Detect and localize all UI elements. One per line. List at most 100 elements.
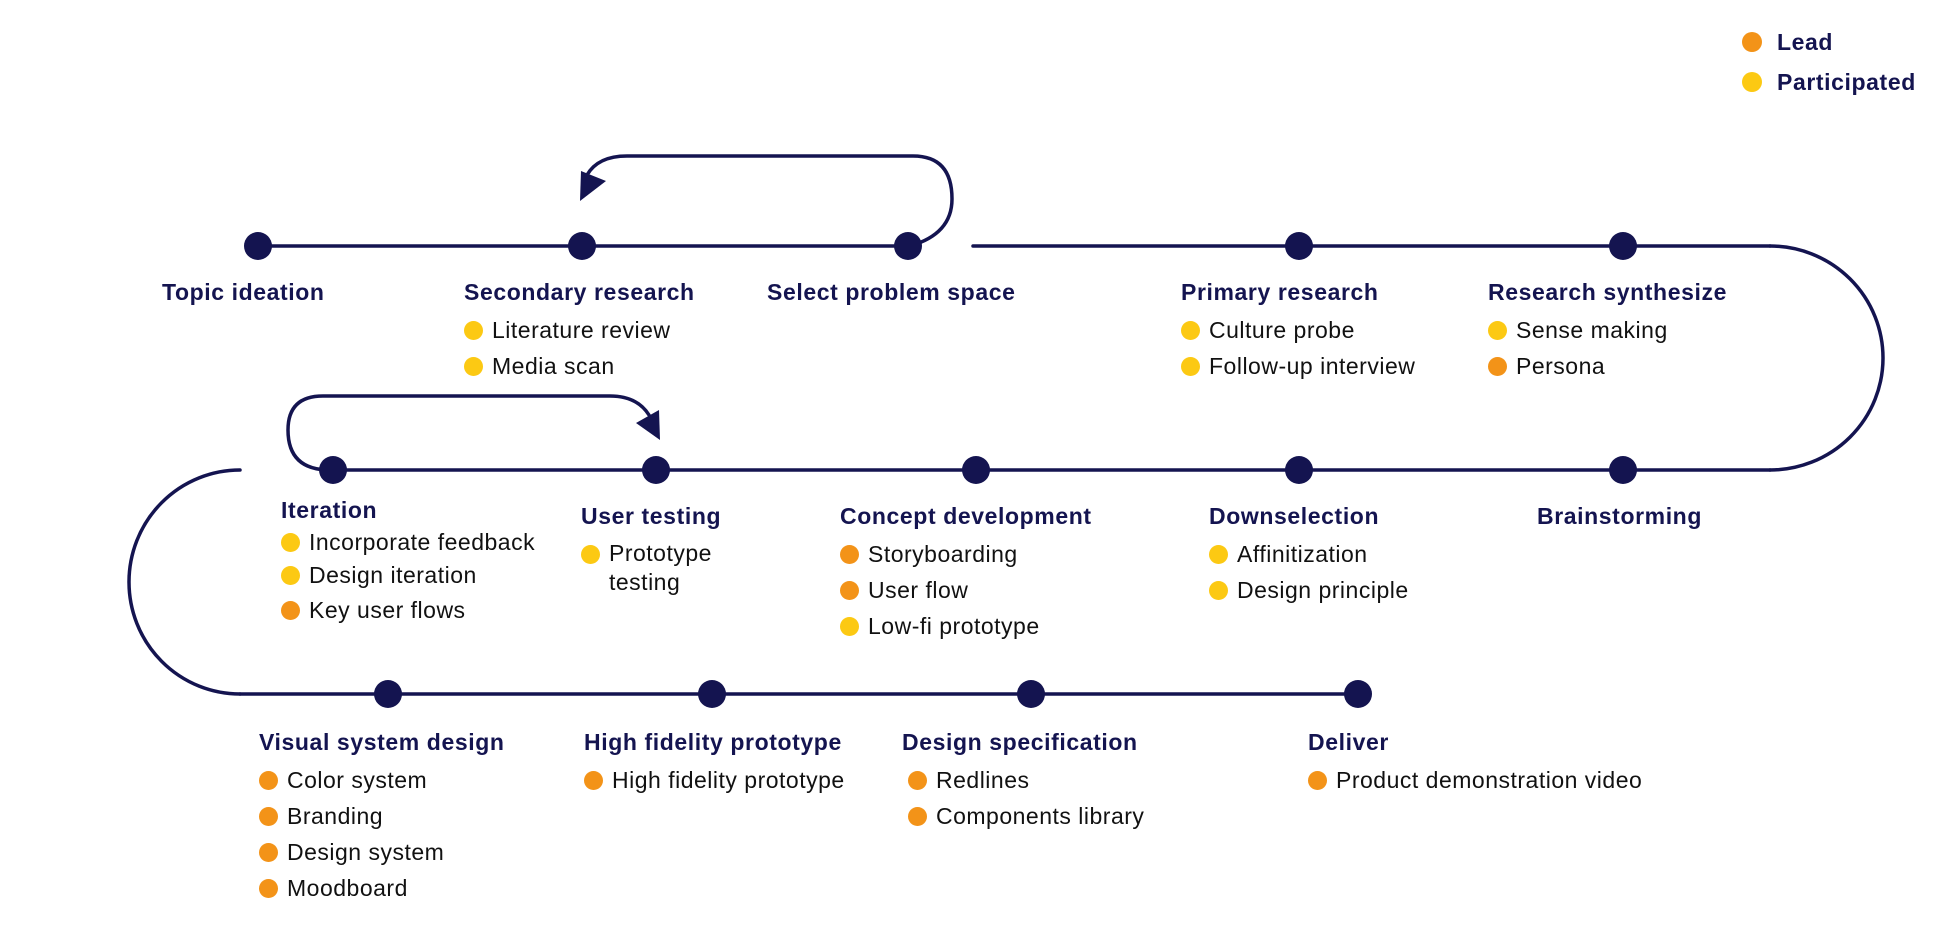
timeline-node-11 — [374, 680, 402, 708]
lead-dot-icon — [259, 771, 278, 790]
list-item: Moodboard — [259, 870, 505, 906]
list-item: Prototype testing — [581, 536, 721, 597]
list-item: Storyboarding — [840, 536, 1092, 572]
participated-dot-icon — [464, 357, 483, 376]
participated-dot-icon — [1209, 545, 1228, 564]
timeline-node-8 — [962, 456, 990, 484]
list-item: Design iteration — [281, 559, 535, 592]
item-label: Key user flows — [309, 597, 466, 623]
item-label: Culture probe — [1209, 317, 1355, 343]
loop-arrow-research-head — [580, 171, 606, 201]
stage-concept-development: Concept development Storyboarding User f… — [840, 502, 1092, 644]
stage-design-specification: Design specification Redlines Components… — [902, 728, 1144, 834]
lead-dot-icon — [908, 771, 927, 790]
list-item: Affinitization — [1209, 536, 1409, 572]
list-item: Product demonstration video — [1308, 762, 1642, 798]
participated-dot-icon — [281, 533, 300, 552]
list-item: User flow — [840, 572, 1092, 608]
item-label: Color system — [287, 767, 428, 793]
participated-dot-icon — [281, 566, 300, 585]
stage-primary-research: Primary research Culture probe Follow-up… — [1181, 278, 1415, 384]
stage-iteration: Iteration Incorporate feedback Design it… — [281, 496, 535, 628]
stage-research-synthesize: Research synthesize Sense making Persona — [1488, 278, 1727, 384]
list-item: Branding — [259, 798, 505, 834]
item-label: Incorporate feedback — [309, 529, 536, 555]
list-item: Key user flows — [281, 592, 535, 628]
stage-title: Downselection — [1209, 503, 1380, 529]
item-label: Product demonstration video — [1336, 767, 1643, 793]
stage-title: Select problem space — [767, 279, 1016, 305]
item-label: Design iteration — [309, 562, 477, 588]
lead-dot-icon — [259, 843, 278, 862]
list-item: High fidelity prototype — [584, 762, 845, 798]
item-label: Sense making — [1516, 317, 1668, 343]
list-item: Sense making — [1488, 312, 1727, 348]
item-label: Branding — [287, 803, 384, 829]
stage-title: Secondary research — [464, 279, 695, 305]
lead-dot-icon — [259, 807, 278, 826]
timeline-node-14 — [1344, 680, 1372, 708]
participated-dot-icon — [1209, 581, 1228, 600]
stage-title: Iteration — [281, 497, 378, 523]
item-label: Affinitization — [1237, 541, 1368, 567]
lead-dot-icon — [1308, 771, 1327, 790]
item-label: High fidelity prototype — [612, 767, 845, 793]
stage-title: Topic ideation — [162, 279, 325, 305]
participated-dot-icon — [581, 545, 600, 564]
stage-downselection: Downselection Affinitization Design prin… — [1209, 502, 1409, 608]
item-label: Design principle — [1237, 577, 1409, 603]
item-label: Low-fi prototype — [868, 613, 1040, 639]
stage-secondary-research: Secondary research Literature review Med… — [464, 278, 695, 384]
stage-high-fidelity-prototype: High fidelity prototype High fidelity pr… — [584, 728, 845, 798]
timeline-node-2 — [568, 232, 596, 260]
participated-dot-icon — [464, 321, 483, 340]
timeline-node-13 — [1017, 680, 1045, 708]
item-label: Moodboard — [287, 875, 408, 901]
stage-visual-system-design: Visual system design Color system Brandi… — [259, 728, 505, 906]
item-label: Storyboarding — [868, 541, 1018, 567]
list-item: Design principle — [1209, 572, 1409, 608]
item-label: Design system — [287, 839, 445, 865]
item-label: Redlines — [936, 767, 1030, 793]
participated-dot-icon — [1488, 321, 1507, 340]
stage-user-testing: User testing Prototype testing — [581, 502, 721, 597]
timeline-node-7 — [1285, 456, 1313, 484]
list-item: Components library — [902, 798, 1144, 834]
timeline-node-12 — [698, 680, 726, 708]
participated-dot-icon — [840, 617, 859, 636]
stage-title: Concept development — [840, 503, 1092, 529]
stage-title: Visual system design — [259, 729, 505, 755]
stage-title: Primary research — [1181, 279, 1379, 305]
stage-title: Research synthesize — [1488, 279, 1727, 305]
item-label: Literature review — [492, 317, 671, 343]
loop-arrow-research — [585, 154, 954, 248]
legend-participated: Participated — [1742, 62, 1916, 102]
lead-dot-icon — [1742, 32, 1762, 52]
list-item: Media scan — [464, 348, 695, 384]
loop-arrow-iteration-head — [636, 410, 660, 440]
list-item: Incorporate feedback — [281, 526, 535, 559]
legend-lead: Lead — [1742, 22, 1916, 62]
stage-title: Brainstorming — [1537, 503, 1702, 529]
lead-dot-icon — [259, 879, 278, 898]
timeline-node-1 — [244, 232, 272, 260]
stage-deliver: Deliver Product demonstration video — [1308, 728, 1642, 798]
lead-dot-icon — [1488, 357, 1507, 376]
participated-dot-icon — [1742, 72, 1762, 92]
stage-title: High fidelity prototype — [584, 729, 842, 755]
participated-dot-icon — [1181, 357, 1200, 376]
list-item: Color system — [259, 762, 505, 798]
timeline-node-9 — [642, 456, 670, 484]
timeline-node-4 — [1285, 232, 1313, 260]
stage-title: Design specification — [902, 729, 1138, 755]
item-label: Follow-up interview — [1209, 353, 1416, 379]
list-item: Low-fi prototype — [840, 608, 1092, 644]
lead-dot-icon — [908, 807, 927, 826]
list-item: Culture probe — [1181, 312, 1415, 348]
list-item: Redlines — [902, 762, 1144, 798]
legend: Lead Participated — [1742, 22, 1916, 102]
loop-arrow-iteration — [286, 394, 651, 472]
lead-dot-icon — [584, 771, 603, 790]
item-label: User flow — [868, 577, 969, 603]
